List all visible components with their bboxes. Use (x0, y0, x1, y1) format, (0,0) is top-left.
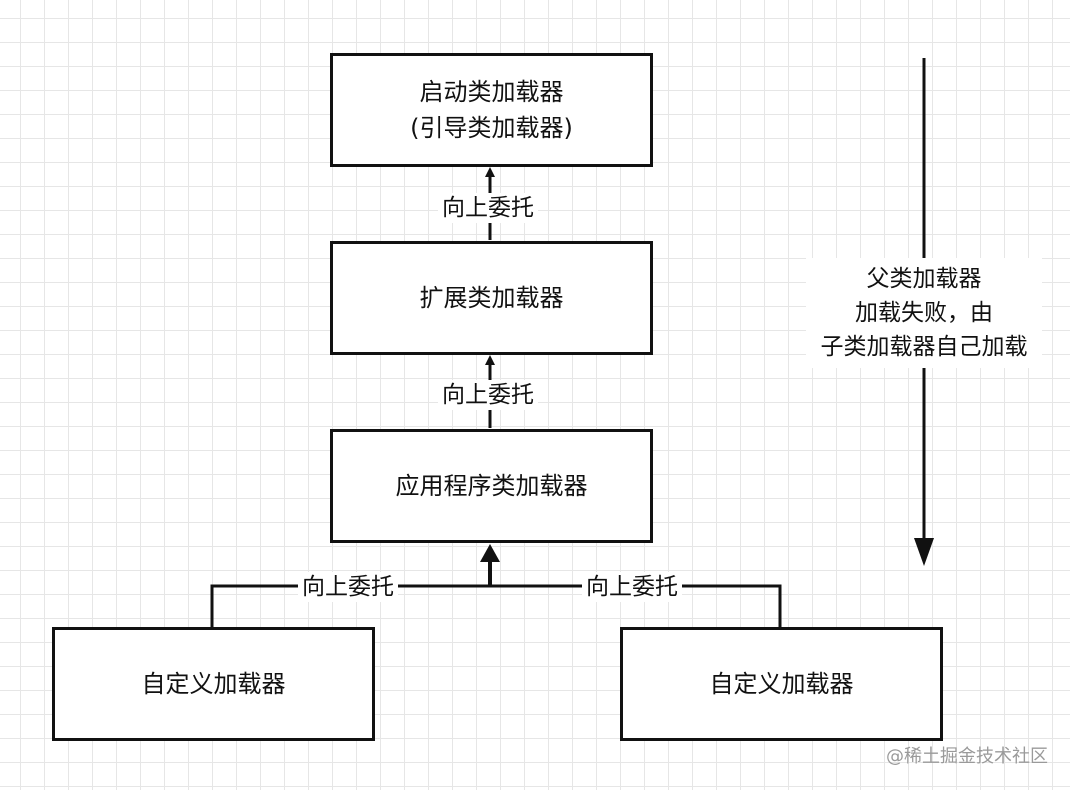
application-loader-box: 应用程序类加载器 (330, 429, 653, 543)
edge-label-left-to-app: 向上委托 (298, 572, 398, 602)
custom-loader-left-label: 自定义加载器 (141, 670, 286, 698)
edge-label-ext-to-boot: 向上委托 (438, 193, 538, 223)
extension-loader-label: 扩展类加载器 (419, 284, 564, 312)
bootstrap-loader-subtitle: (引导类加载器) (410, 114, 573, 142)
bootstrap-loader-title: 启动类加载器 (419, 78, 564, 106)
edge-label-right-to-app: 向上委托 (582, 572, 682, 602)
custom-loader-right-label: 自定义加载器 (709, 670, 854, 698)
custom-loader-left-box: 自定义加载器 (52, 627, 375, 741)
watermark: @稀土掘金技术社区 (886, 746, 1048, 767)
application-loader-label: 应用程序类加载器 (395, 472, 588, 500)
custom-loader-right-box: 自定义加载器 (620, 627, 943, 741)
side-arrow-head (914, 538, 934, 566)
side-note-line-2: 加载失败，由 (855, 300, 993, 326)
edge-merge-arrowhead (480, 544, 500, 562)
bootstrap-loader-box: 启动类加载器 (引导类加载器) (330, 53, 653, 167)
extension-loader-box: 扩展类加载器 (330, 241, 653, 355)
edge-label-app-to-ext: 向上委托 (438, 380, 538, 410)
side-note-line-3: 子类加载器自己加载 (820, 334, 1028, 360)
side-note: 父类加载器 加载失败，由 子类加载器自己加载 (806, 258, 1042, 368)
side-note-line-1: 父类加载器 (866, 266, 982, 292)
